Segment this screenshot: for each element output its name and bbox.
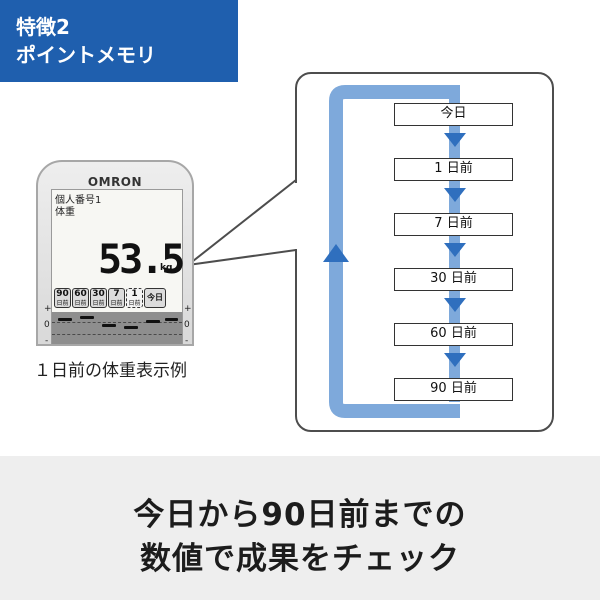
device-caption: １日前の体重表示例 (34, 361, 187, 381)
graph-zero-mark: 0 (44, 320, 50, 330)
down-arrow-icon (444, 243, 466, 257)
brand-logo: OMRON (87, 175, 143, 189)
memory-item-today: 今日 (394, 103, 513, 126)
graph-plus-mark-right: + (184, 304, 192, 314)
graph-segment (102, 324, 116, 327)
graph-segment (124, 326, 138, 329)
graph-segment (165, 318, 178, 321)
feature-badge: 特徴2 ポイントメモリ (0, 0, 238, 82)
memory-item-7-days: 7 日前 (394, 213, 513, 236)
graph-segment (146, 320, 160, 323)
down-arrow-icon (444, 298, 466, 312)
weight-readout: 53.5 (98, 237, 185, 283)
feature-title: ポイントメモリ (16, 43, 156, 67)
measurement-mode-label: 体重 (55, 207, 75, 218)
trend-graph (52, 312, 182, 344)
personal-number-label: 個人番号1 (55, 195, 102, 206)
loop-up-arrow-icon (323, 244, 349, 262)
key-today[interactable]: 今日 (144, 288, 166, 308)
graph-segment (80, 316, 94, 319)
memory-item-30-days: 30 日前 (394, 268, 513, 291)
headline-band: 今日から90日前までの 数値で成果をチェック (0, 456, 600, 600)
down-arrow-icon (444, 133, 466, 147)
graph-zero-mark-right: 0 (184, 320, 190, 330)
graph-segment (58, 318, 72, 321)
graph-minus-mark-right: - (185, 336, 189, 346)
memory-item-60-days: 60 日前 (394, 323, 513, 346)
headline-line-2: 数値で成果をチェック (140, 541, 460, 577)
graph-plus-mark: + (44, 304, 52, 314)
weight-unit: kg (160, 263, 173, 273)
headline-line-1: 今日から90日前までの (133, 497, 467, 533)
feature-number: 特徴2 (16, 15, 70, 39)
memory-item-1-day: 1 日前 (394, 158, 513, 181)
down-arrow-icon (444, 188, 466, 202)
memory-item-90-days: 90 日前 (394, 378, 513, 401)
down-arrow-icon (444, 353, 466, 367)
graph-minus-mark: - (45, 336, 49, 346)
